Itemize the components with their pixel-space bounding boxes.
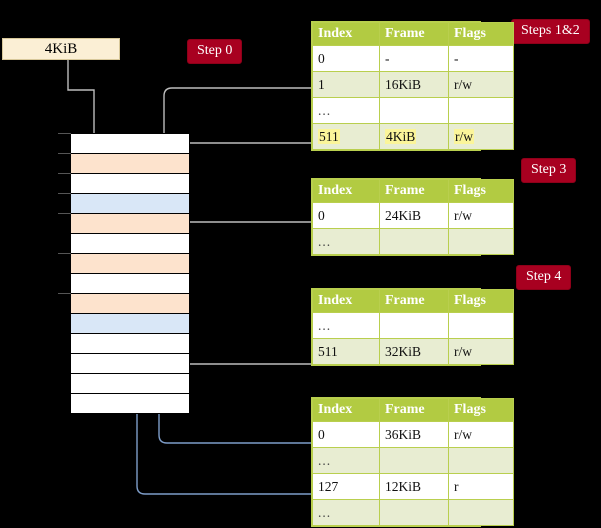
column-header-flags: Flags — [448, 288, 514, 314]
table-cell-index: 127 — [312, 473, 380, 501]
table-cell-frame: 36KiB — [379, 421, 449, 449]
table-row: 511 4KiB r/w — [312, 123, 514, 151]
table-cell-frame — [379, 447, 449, 475]
highlighted-value: r/w — [454, 128, 474, 144]
memory-frame-row — [70, 213, 190, 234]
table-row: ... — [312, 447, 514, 475]
table-cell-index: 1 — [312, 71, 380, 99]
table-cell-flags: r/w — [448, 338, 514, 366]
table-cell-flags: - — [448, 45, 514, 73]
memory-frame-row — [70, 313, 190, 334]
column-header-frame: Frame — [379, 288, 449, 314]
step-badge-steps-1-2: Steps 1&2 — [511, 19, 590, 44]
memory-frame-row — [70, 253, 190, 274]
table-cell-flags — [448, 447, 514, 475]
table-cell-flags — [448, 228, 514, 256]
step-badge-step-3: Step 3 — [521, 158, 577, 183]
physical-memory-column — [58, 133, 190, 414]
table-cell-frame: 12KiB — [379, 473, 449, 501]
request-size-label: 4KiB — [44, 40, 78, 57]
table-cell-frame — [379, 97, 449, 125]
table-cell-index: 0 — [312, 421, 380, 449]
table-cell-index: ... — [312, 228, 380, 256]
table-cell-index: ... — [312, 312, 380, 340]
memory-frame-row — [70, 173, 190, 194]
memory-frame-tick — [58, 293, 71, 294]
table-cell-flags — [448, 312, 514, 340]
memory-frame-row — [70, 353, 190, 374]
memory-frame-row — [70, 133, 190, 154]
column-header-frame: Frame — [379, 397, 449, 423]
table-row: ... — [312, 499, 514, 527]
column-header-flags: Flags — [448, 21, 514, 47]
table-cell-flags — [448, 97, 514, 125]
table-cell-index: ... — [312, 499, 380, 527]
column-header-index: Index — [312, 397, 380, 423]
table-cell-index: 511 — [312, 338, 380, 366]
column-header-index: Index — [312, 21, 380, 47]
table-cell-flags — [448, 499, 514, 527]
memory-frame-row — [70, 373, 190, 394]
memory-frame-row — [70, 293, 190, 314]
table-cell-index: 0 — [312, 202, 380, 230]
memory-frame-tick — [58, 253, 71, 254]
wire-l2-32kib-to-memory — [174, 314, 312, 365]
table-cell-flags: r/w — [448, 202, 514, 230]
memory-frame-row — [70, 193, 190, 214]
step-badge-step-0: Step 0 — [187, 39, 243, 64]
request-size-box: 4KiB — [2, 38, 120, 60]
memory-frame-row — [70, 393, 190, 414]
column-header-index: Index — [312, 178, 380, 204]
table-cell-index: 0 — [312, 45, 380, 73]
table-cell-frame: 16KiB — [379, 71, 449, 99]
table-cell-index: 511 — [312, 123, 380, 151]
table-cell-frame — [379, 312, 449, 340]
column-header-flags: Flags — [448, 178, 514, 204]
table-cell-frame — [379, 228, 449, 256]
table-row: ... — [312, 97, 514, 125]
table-cell-frame: 24KiB — [379, 202, 449, 230]
table-cell-index: ... — [312, 447, 380, 475]
memory-frame-row — [70, 233, 190, 254]
memory-frame-tick — [58, 173, 71, 174]
table-cell-frame: 32KiB — [379, 338, 449, 366]
step-badge-step-4: Step 4 — [516, 265, 572, 290]
column-header-flags: Flags — [448, 397, 514, 423]
memory-frame-row — [70, 333, 190, 354]
wire-l4-4kib-to-memory — [173, 142, 312, 219]
wire-l3-24kib-to-memory — [171, 221, 312, 261]
table-cell-flags: r/w — [448, 421, 514, 449]
memory-frame-tick — [58, 153, 71, 154]
table-cell-frame: 4KiB — [379, 123, 449, 151]
table-row: ... — [312, 228, 514, 256]
table-row: 0-- — [312, 45, 514, 73]
highlighted-value: 4KiB — [385, 128, 417, 144]
table-cell-index: ... — [312, 97, 380, 125]
memory-frame-row — [70, 273, 190, 294]
table-cell-flags: r — [448, 473, 514, 501]
column-header-frame: Frame — [379, 178, 449, 204]
memory-frame-tick — [58, 193, 71, 194]
highlighted-value: 511 — [318, 128, 340, 144]
table-cell-flags: r/w — [448, 71, 514, 99]
table-cell-frame: - — [379, 45, 449, 73]
table-cell-frame — [379, 499, 449, 527]
table-row: ... — [312, 312, 514, 340]
memory-frame-row — [70, 153, 190, 174]
wire-request-to-memory — [59, 52, 102, 146]
column-header-index: Index — [312, 288, 380, 314]
memory-frame-tick — [58, 133, 71, 134]
memory-frame-tick — [58, 213, 71, 214]
column-header-frame: Frame — [379, 21, 449, 47]
table-cell-flags: r/w — [448, 123, 514, 151]
